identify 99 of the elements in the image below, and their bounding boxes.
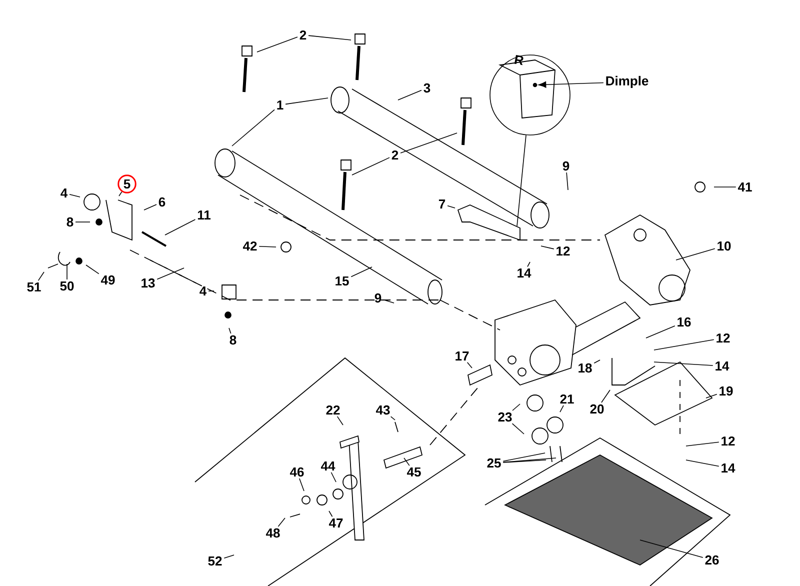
callout-number: 18 [578,363,592,373]
leader-line [447,205,456,208]
leader-line [640,540,704,558]
callout-number: 12 [556,246,570,256]
leader-line [256,36,298,52]
leader-line [208,290,214,292]
leader-line [352,157,390,176]
callout-number: 4 [200,286,207,296]
leader-line [164,219,196,236]
callout-number: 41 [738,182,752,192]
leader-line [466,362,472,368]
leader-line [654,339,714,350]
callout-number: 21 [560,394,574,404]
leader-line [118,191,122,196]
leader-line [527,262,530,268]
leader-line [258,246,276,248]
callout-number: 17 [456,352,469,360]
leader-line [328,510,333,518]
leader-line [560,405,564,412]
leader-line [714,186,736,188]
leader-line [330,472,336,482]
leader-line [566,172,568,190]
callout-number: 15 [336,276,349,286]
leader-line [38,272,44,281]
callout-number: 11 [198,210,211,220]
leader-line [232,109,275,146]
callout-number: 2 [300,30,306,40]
callout-number: 6 [158,197,166,207]
callout-number: 14 [716,362,730,370]
callout-number: 12 [716,333,730,343]
arrow [538,81,604,88]
callout-number: 26 [705,555,719,565]
leader-line [404,458,410,466]
leader-line [516,134,526,226]
callout-number: 13 [142,278,155,288]
leader-line [502,452,546,462]
callout-number: 42 [242,241,257,251]
leader-line [224,554,234,559]
callout-number: 52 [208,556,222,566]
detail-inset [490,54,570,136]
callout-number: 48 [266,528,280,538]
leader-line [86,264,100,274]
leader-line [383,299,394,304]
callout-number: 3 [424,83,430,93]
leader-line [336,416,344,426]
leader-line [156,268,184,280]
leader-line [278,518,286,527]
leader-line [594,360,600,364]
callout-number: 47 [328,518,343,528]
leader-line [69,194,80,198]
callout-number: 4 [60,188,68,198]
leader-line [654,362,714,366]
callout-number: 44 [320,462,336,470]
leader-line [66,264,68,280]
leader-line [398,90,422,100]
leader-line [686,460,720,467]
leader-line [646,325,676,338]
leader-line [502,458,556,463]
circled-callout-number: 5 [118,174,136,194]
leader-line [390,416,396,420]
callout-number: 1 [277,100,284,110]
callout-number: 12 [722,436,735,446]
callout-number: 2 [392,150,398,160]
leader-line [706,394,718,398]
leader-line [400,132,458,154]
callout-number: 16 [678,317,691,327]
leader-line [512,423,524,434]
callout-number: 25 [487,458,501,468]
leader-line [676,248,716,260]
callout-number: 20 [590,404,604,414]
callout-label: Dimple [606,76,648,88]
leader-line [512,404,520,411]
callout-number: 9 [562,161,570,171]
callout-number: 8 [66,217,74,227]
leader-line [308,35,352,40]
leader-line [502,460,546,463]
callout-number: 22 [326,405,340,415]
callout-number: 43 [376,405,390,415]
callout-number: 46 [290,467,304,477]
callout-number: 23 [498,412,512,422]
leader-line [686,442,720,446]
callout-number: 14 [722,464,736,472]
callout-number: 7 [438,200,446,208]
leader-line [540,246,554,250]
leader-line [601,390,610,403]
callout-number: 45 [406,467,421,477]
callout-number: 19 [720,386,733,396]
leader-line [144,204,157,210]
callout-number: 9 [374,293,382,303]
leader-line [228,328,232,334]
callout-number: 49 [100,275,115,285]
callout-number: 51 [27,282,41,292]
callout-number: 14 [518,268,532,278]
callout-number: 8 [230,335,236,345]
leader-line [299,478,304,492]
leader-line [350,266,372,278]
leader-line [285,98,328,105]
callout-number: 50 [60,281,74,291]
callout-number: 10 [718,241,731,251]
